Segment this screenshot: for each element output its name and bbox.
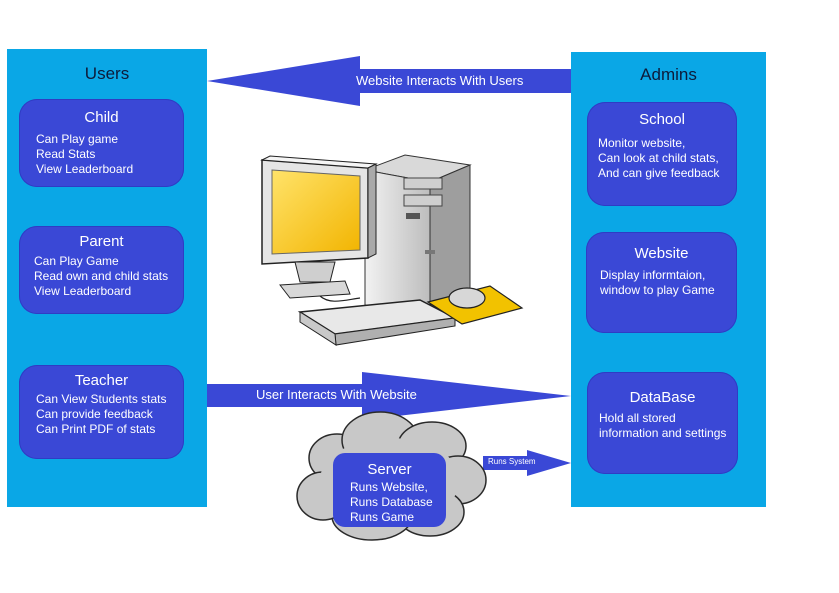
server-box (333, 453, 446, 527)
database-box: DataBase Hold all stored information and… (587, 372, 738, 474)
admins-panel: Admins School Monitor website, Can look … (571, 52, 766, 507)
teacher-line: Can provide feedback (36, 407, 153, 421)
users-panel-title: Users (84, 64, 130, 83)
arrow-label-website-to-users: Website Interacts With Users (356, 73, 524, 88)
arrow-website-to-users (207, 56, 571, 106)
website-line: window to play Game (600, 283, 715, 297)
server-title: Server (367, 461, 412, 478)
parent-line: Read own and child stats (34, 269, 169, 283)
database-line: Hold all stored (599, 411, 676, 425)
admins-panel-title: Admins (640, 65, 697, 84)
users-panel: Users Child Can Play game Read Stats Vie… (7, 49, 207, 507)
parent-box: Parent Can Play Game Read own and child … (19, 226, 184, 314)
child-title: Child (84, 109, 119, 126)
child-line: Can Play game (36, 132, 119, 146)
database-line: information and settings (599, 426, 727, 440)
server-line: Runs Game (350, 510, 415, 524)
parent-title: Parent (79, 233, 124, 250)
arrow-server-to-database (483, 450, 571, 476)
parent-line: View Leaderboard (34, 284, 132, 298)
arrow-label-user-to-website: User Interacts With Website (256, 387, 417, 402)
arrow-label-server-to-database: Runs System (488, 457, 536, 466)
database-title: DataBase (629, 389, 696, 406)
school-line: And can give feedback (598, 166, 720, 180)
teacher-title: Teacher (74, 372, 129, 389)
parent-line: Can Play Game (34, 254, 119, 268)
website-line: Display informtaion, (600, 268, 706, 282)
server-line: Runs Database (350, 495, 433, 509)
school-box: School Monitor website, Can look at chil… (587, 102, 737, 206)
server-line: Runs Website, (350, 480, 428, 494)
teacher-line: Can Print PDF of stats (36, 422, 156, 436)
website-title: Website (634, 245, 689, 262)
teacher-box: Teacher Can View Students stats Can prov… (19, 365, 184, 459)
child-line: Read Stats (36, 147, 96, 161)
school-line: Can look at child stats, (598, 151, 719, 165)
desktop-computer-icon (260, 154, 524, 346)
website-box: Website Display informtaion, window to p… (586, 232, 737, 333)
school-title: School (639, 111, 685, 128)
child-box: Child Can Play game Read Stats View Lead… (19, 99, 184, 187)
child-line: View Leaderboard (36, 162, 134, 176)
school-line: Monitor website, (598, 136, 686, 150)
teacher-line: Can View Students stats (36, 392, 167, 406)
arrow-user-to-website (207, 372, 571, 420)
